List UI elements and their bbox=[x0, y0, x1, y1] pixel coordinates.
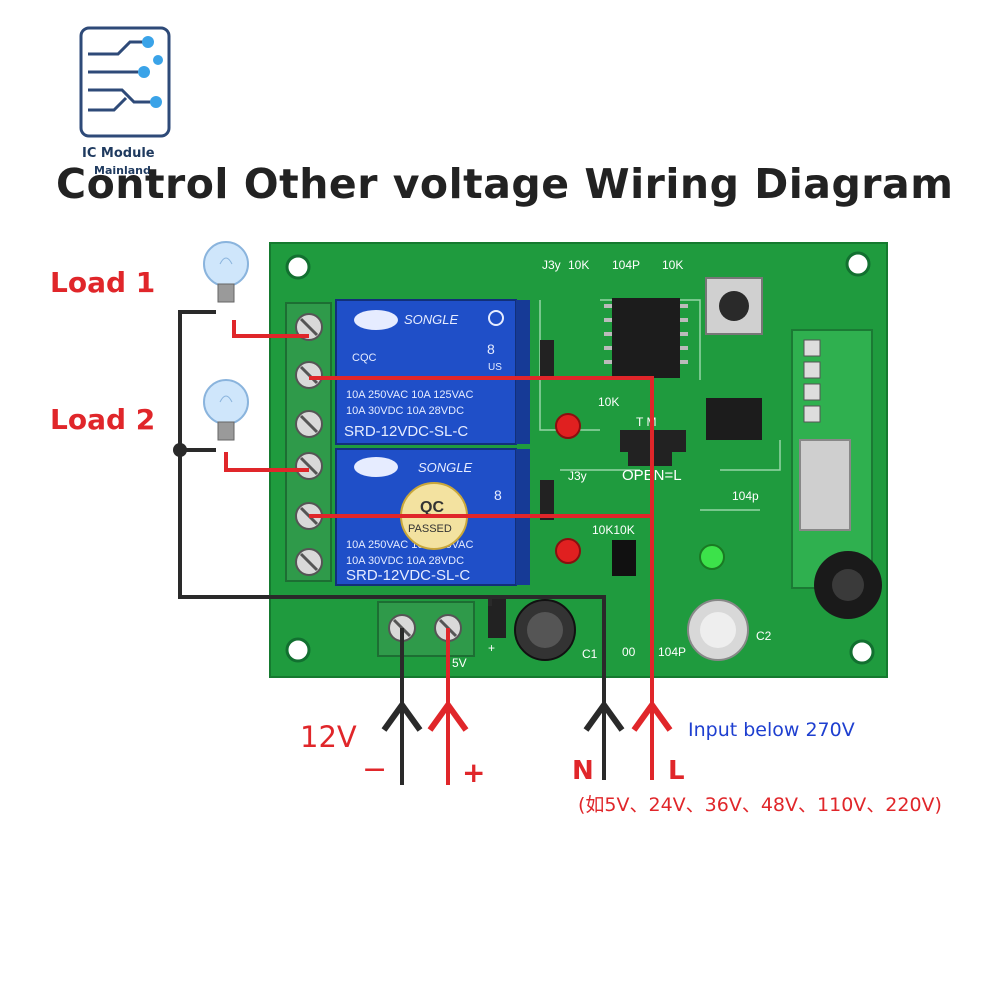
green-led bbox=[699, 544, 725, 570]
silk-10k-mid: 10K bbox=[598, 395, 619, 409]
silk-10k-b: 10K bbox=[662, 258, 683, 272]
light-bulb-icon bbox=[203, 379, 249, 441]
silk-c1: C1 bbox=[582, 647, 598, 661]
silk-104p-right: 104p bbox=[732, 489, 759, 503]
relay-terminal-block bbox=[285, 302, 332, 582]
relay-2-num: 8 bbox=[494, 487, 502, 503]
relay-1-us: US bbox=[488, 362, 502, 373]
neutral-label: N bbox=[572, 756, 594, 786]
silk-10k-bottom: 10K10K bbox=[592, 523, 635, 537]
relay-1-model: SRD-12VDC-SL-C bbox=[344, 423, 468, 440]
arrow-minus bbox=[381, 699, 423, 732]
live-label: L bbox=[668, 756, 685, 786]
mount-hole bbox=[845, 251, 871, 277]
relay-2-spec2: 10A 30VDC 10A 28VDC bbox=[346, 555, 464, 567]
ic-chip-2 bbox=[706, 398, 762, 440]
silk-5v: 5V bbox=[452, 656, 467, 670]
silk-10k-a: 10K bbox=[568, 258, 589, 272]
load-2-label: Load 2 bbox=[50, 403, 156, 436]
mount-hole bbox=[285, 254, 311, 280]
relay-1-brand: SONGLE bbox=[404, 312, 459, 327]
ic-chip-1 bbox=[612, 298, 680, 378]
silk-00: 00 bbox=[622, 645, 636, 659]
relay-1-num: 8 bbox=[487, 341, 495, 357]
relay-2-brand: SONGLE bbox=[418, 460, 473, 475]
red-led-1 bbox=[555, 413, 581, 439]
relay-1-spec2: 10A 30VDC 10A 28VDC bbox=[346, 405, 464, 417]
silk-c2: C2 bbox=[756, 629, 772, 643]
power-voltage-label: 12V bbox=[300, 720, 357, 754]
logo-text-line2: Mainland bbox=[94, 164, 151, 177]
silk-plus: + bbox=[488, 641, 495, 655]
silk-104p-top: 104P bbox=[612, 258, 640, 272]
qc-sticker-passed: PASSED bbox=[408, 523, 452, 535]
silk-104p-bottom: 104P bbox=[658, 645, 686, 659]
circuit-board-icon bbox=[79, 26, 171, 138]
mount-hole bbox=[849, 639, 875, 665]
mount-hole bbox=[285, 637, 311, 663]
power-plus-label: + bbox=[462, 756, 486, 789]
wire-junction bbox=[173, 443, 187, 457]
relay-1-spec1: 10A 250VAC 10A 125VAC bbox=[346, 389, 473, 401]
relay-1-cert: CQC bbox=[352, 352, 377, 364]
light-bulb-icon bbox=[203, 241, 249, 303]
load-1-label: Load 1 bbox=[50, 266, 156, 299]
silk-j3y-top: J3y bbox=[542, 258, 561, 272]
red-led-2 bbox=[555, 538, 581, 564]
power-minus-label: − bbox=[362, 752, 388, 787]
diagram-title: Control Other voltage Wiring Diagram bbox=[56, 160, 954, 208]
silk-j3y-mid: J3y bbox=[568, 469, 587, 483]
relay-2-model: SRD-12VDC-SL-C bbox=[346, 567, 470, 584]
arrow-plus bbox=[427, 699, 469, 732]
logo-text-line1: IC Module bbox=[82, 146, 155, 161]
qc-sticker-text: QC bbox=[420, 499, 444, 516]
input-voltage-note: Input below 270V bbox=[688, 719, 855, 741]
voltage-examples: (如5V、24V、36V、48V、110V、220V) bbox=[578, 794, 942, 816]
